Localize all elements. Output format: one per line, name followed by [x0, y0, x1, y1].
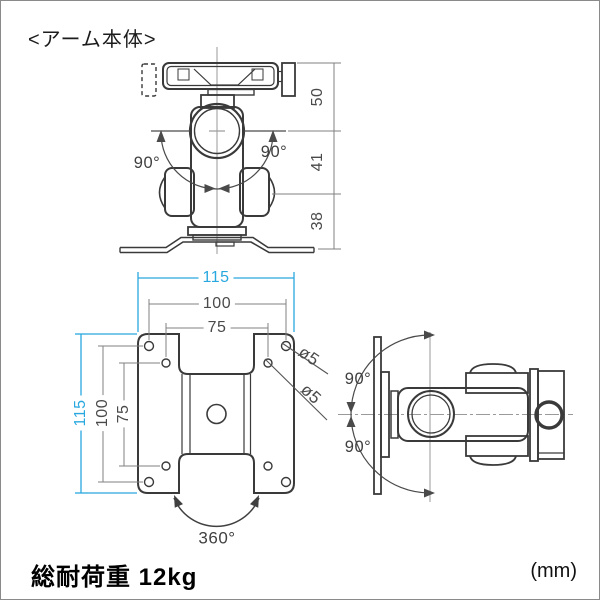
- front-view-v-dim-100: 100: [94, 394, 111, 432]
- front-view-dim-115: [75, 272, 295, 494]
- front-view-v-dim-115: 115: [72, 395, 89, 431]
- front-view-h-dim-75: 75: [203, 320, 231, 336]
- front-view-drawing: [137, 333, 295, 494]
- rotation-360-label: 360°: [198, 528, 236, 548]
- side-view-angle-left: 90°: [133, 153, 161, 172]
- front-view-h-dim-100: 100: [198, 296, 236, 312]
- top-view-angle-upper: 90°: [344, 369, 372, 388]
- front-view-v-dim-75: 75: [115, 400, 132, 428]
- side-view-angle-annotation: [151, 130, 286, 193]
- page-title: <アーム本体>: [28, 29, 157, 51]
- rotation-arc: [173, 495, 260, 528]
- top-view-angle-annotation: [346, 330, 435, 498]
- side-view-drawing: [119, 47, 315, 254]
- hole-leader-lines: [264, 342, 329, 421]
- side-view-dim-41: 41: [309, 152, 326, 172]
- front-view-h-dim-115: 115: [198, 270, 234, 286]
- unit-label: (mm): [530, 560, 577, 582]
- side-view-dimensions: [272, 62, 341, 250]
- top-view-drawing: [338, 332, 573, 502]
- side-view-dim-50: 50: [309, 87, 326, 107]
- load-capacity-label: 総耐荷重 12kg: [31, 564, 198, 591]
- side-view-angle-right: 90°: [260, 142, 288, 161]
- side-view-dim-38: 38: [309, 211, 326, 231]
- top-view-angle-lower: 90°: [344, 437, 372, 456]
